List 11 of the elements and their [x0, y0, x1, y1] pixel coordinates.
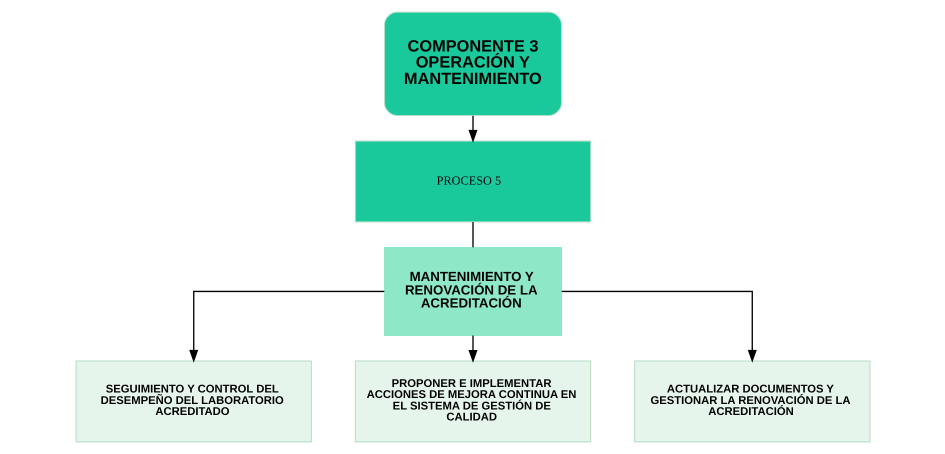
arrow	[188, 290, 384, 363]
node-box: MANTENIMIENTO Y RENOVACIÓN DE LA ACREDITACIÓN	[384, 246, 562, 336]
node-box: ACTUALIZAR DOCUMENTOS Y GESTIONAR LA RENOVACIÓN DE LA ACREDITACIÓN	[634, 360, 870, 442]
connector	[472, 222, 474, 248]
arrow	[468, 116, 478, 143]
arrow	[468, 336, 478, 363]
node-box: SEGUIMIENTO Y CONTROL DEL DESEMPEÑO DEL LABORATORIO ACREDITADO	[75, 360, 312, 442]
node-box: PROPONER E IMPLEMENTAR ACCIONES DE MEJORA CONTINUA EN EL SISTEMA DE GESTIÓN DE CALIDAD	[354, 360, 591, 442]
node-box: COMPONENTE 3 OPERACIÓN Y MANTENIMIENTO	[384, 12, 562, 116]
arrow	[561, 290, 756, 363]
node-box: PROCESO 5	[354, 140, 591, 222]
